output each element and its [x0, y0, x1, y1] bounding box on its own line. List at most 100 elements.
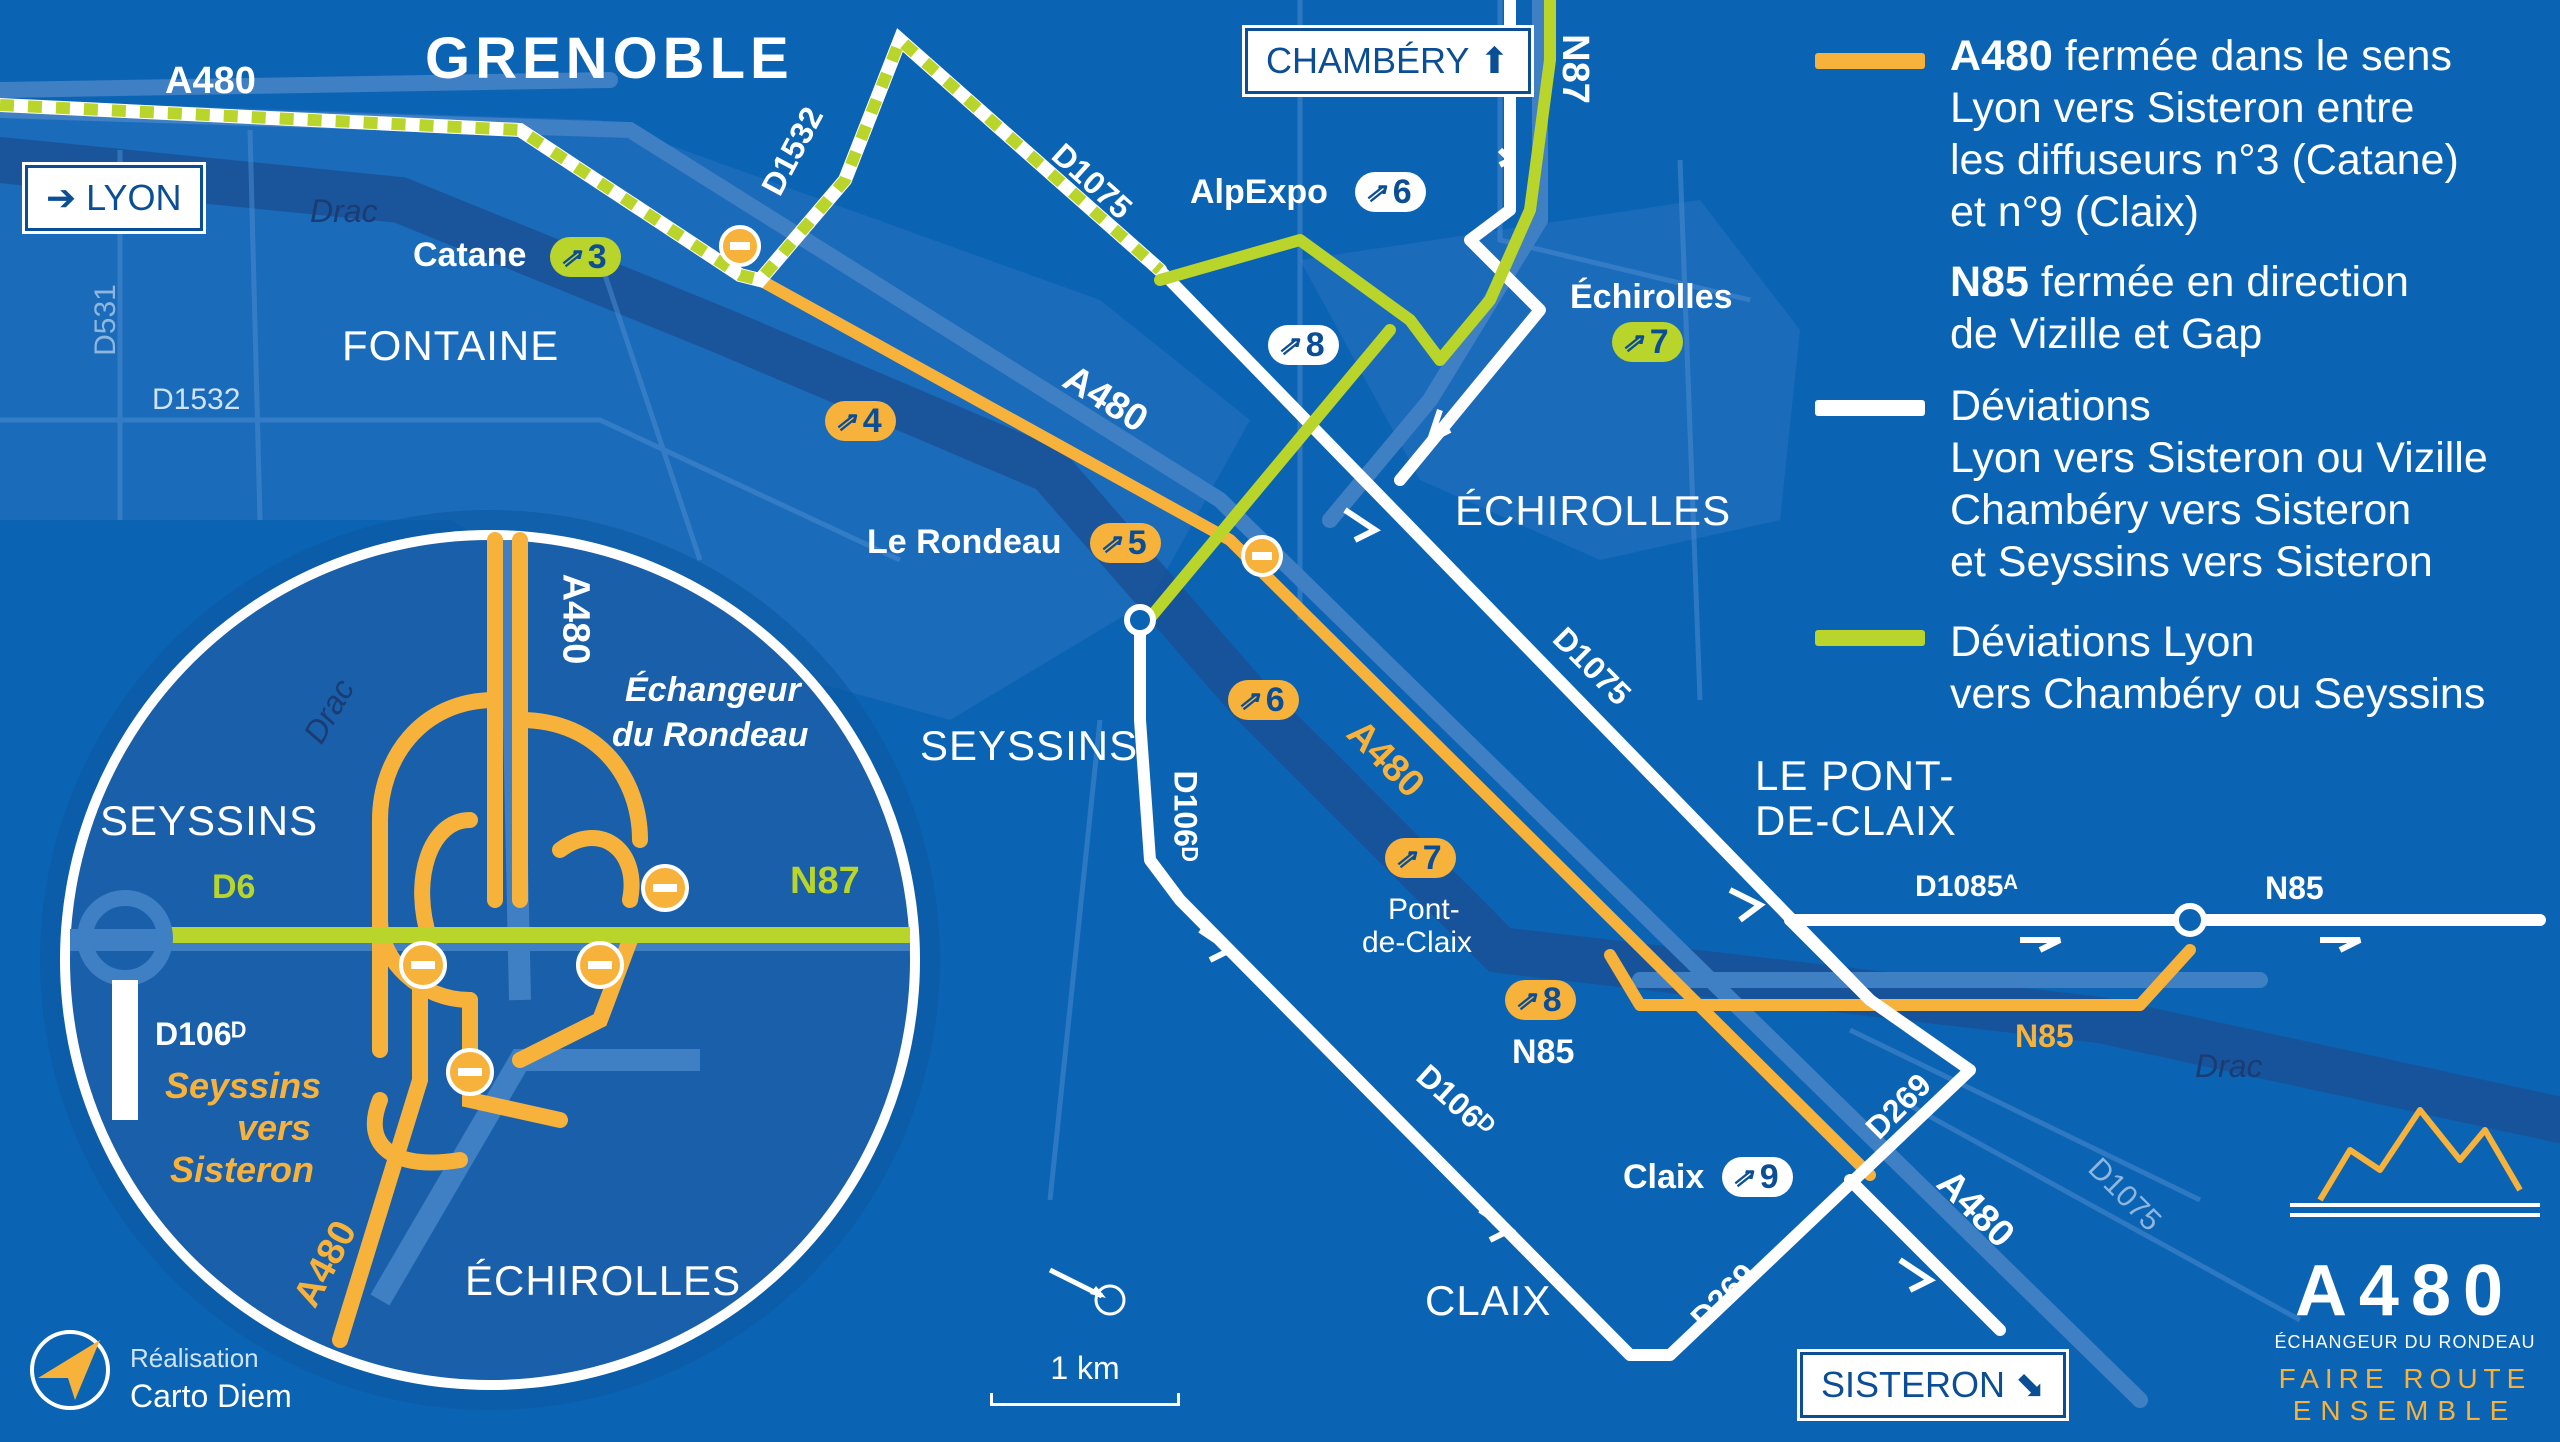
inset-title-line1: Échangeur [625, 671, 801, 709]
scale-label: 1 km [1050, 1350, 1120, 1386]
exit-icon: ⇗ [1365, 177, 1387, 207]
north-arrow-icon [1048, 1267, 1126, 1316]
place-n85: N85 [1512, 1033, 1575, 1071]
exit-icon: ⇗ [1622, 327, 1644, 357]
legend-line: les diffuseurs n°3 (Catane) [1950, 136, 2459, 184]
river-drac-bottom: Drac [2195, 1048, 2263, 1084]
legend-bold: N85 [1950, 258, 2029, 306]
place-le-rondeau: Le Rondeau [867, 523, 1062, 561]
legend-line: N85 fermée en direction [1950, 256, 2545, 308]
exit-8-number: 8 [1542, 981, 1562, 1019]
no-entry-icon [1241, 535, 1283, 577]
legend-item-n85-closed: N85 fermée en direction de Vizille et Ga… [1815, 256, 2545, 360]
exit-6-badge: ⇗6 [1228, 680, 1299, 720]
exit-5-number: 5 [1127, 524, 1147, 562]
arrow-down-right-icon: ⬊ [2015, 1364, 2046, 1405]
legend-item-white-detours: Déviations Lyon vers Sisteron ou Vizille… [1815, 380, 2545, 588]
legend-line: Chambéry vers Sisteron [1950, 486, 2412, 534]
exit-icon: ⇗ [1100, 528, 1122, 558]
n85-roundabout [2173, 903, 2207, 937]
inset-route-line2: vers [237, 1107, 312, 1148]
carto-diem-logo-icon [30, 1330, 110, 1410]
brand-block: A480 ÉCHANGEUR DU RONDEAU FAIRE ROUTE EN… [2270, 1100, 2540, 1427]
exit-icon: ⇗ [835, 406, 857, 436]
place-echirolles: Échirolles [1570, 278, 1733, 316]
road-n85-orange: N85 [2015, 1018, 2074, 1054]
exit-7-echirolles-badge: ⇗7 [1612, 322, 1683, 362]
city-le-pont-de-claix-2: DE-CLAIX [1755, 797, 1957, 844]
road-d106d-top: D106ᴰ [1167, 770, 1204, 862]
river-drac-top: Drac [310, 193, 378, 229]
inset-seyssins: SEYSSINS [100, 797, 319, 844]
exit-7-number: 7 [1422, 839, 1442, 877]
exit-4-badge: ⇗4 [825, 401, 896, 441]
credit-line2: Carto Diem [130, 1378, 292, 1414]
brand-subtitle: ÉCHANGEUR DU RONDEAU [2274, 1332, 2536, 1352]
no-entry-icon [719, 225, 761, 267]
place-pont-de-claix-1: Pont- [1388, 893, 1460, 926]
road-a480-top: A480 [165, 60, 256, 102]
inset-rondeau [40, 510, 940, 1410]
inset-echirolles: ÉCHIROLLES [465, 1257, 742, 1304]
place-claix: Claix [1623, 1158, 1705, 1196]
inset-d106d: D106ᴰ [155, 1016, 247, 1052]
legend-line: et n°9 (Claix) [1950, 188, 2199, 236]
exit-5-badge: ⇗5 [1090, 523, 1161, 563]
inset-a480-top: A480 [554, 573, 597, 665]
inset-title-line2: du Rondeau [612, 716, 809, 754]
legend: A480 fermée dans le sens Lyon vers Siste… [1815, 30, 2545, 748]
city-fontaine: FONTAINE [342, 322, 560, 369]
sign-lyon: ➔ LYON [22, 162, 206, 234]
road-d1085a: D1085ᴬ [1915, 870, 2018, 903]
urban-areas [0, 100, 1800, 720]
exit-icon: ⇗ [1515, 985, 1537, 1015]
legend-text: fermée en direction [2040, 258, 2409, 306]
city-title-grenoble: GRENOBLE [425, 26, 794, 91]
city-seyssins: SEYSSINS [920, 722, 1139, 769]
road-n87: N87 [1553, 34, 1596, 104]
legend-line: vers Chambéry ou Seyssins [1950, 670, 2486, 718]
road-d531: D531 [88, 284, 122, 356]
legend-bold: A480 [1950, 32, 2053, 80]
legend-line: A480 fermée dans le sens [1950, 30, 2545, 82]
place-catane: Catane [413, 236, 527, 274]
city-le-pont-de-claix-1: LE PONT- [1755, 752, 1955, 799]
legend-item-green-detours: Déviations Lyon vers Chambéry ou Seyssin… [1815, 616, 2545, 720]
exit-3-badge: ⇗3 [550, 237, 621, 277]
sign-chambery: CHAMBÉRY ⬆ [1242, 25, 1534, 97]
legend-text: fermée dans le sens [2064, 32, 2452, 80]
arrow-right-icon: ➔ [46, 177, 77, 218]
exit-icon: ⇗ [1278, 330, 1300, 360]
credit-line1: Réalisation [130, 1343, 259, 1373]
exit-4-number: 4 [862, 402, 882, 440]
road-n85-east: N85 [2265, 870, 2324, 906]
legend-line: Déviations Lyon [1950, 618, 2255, 666]
brand-slogan-2: ENSEMBLE [2292, 1395, 2518, 1426]
rondeau-roundabout [1124, 604, 1156, 636]
sign-sisteron-label: SISTERON [1821, 1364, 2006, 1405]
detour-dashed-catane [0, 28, 1167, 288]
inset-route-line1: Seyssins [165, 1065, 322, 1106]
direction-arrows [1198, 147, 2362, 1293]
arrow-up-icon: ⬆ [1479, 40, 1510, 81]
legend-line: Déviations [1950, 382, 2151, 430]
exit-9-number: 9 [1759, 1158, 1779, 1196]
detour-white-routes [894, 0, 2546, 1361]
place-pont-de-claix-2: de-Claix [1362, 926, 1473, 959]
exit-8-n87-number: 8 [1305, 326, 1325, 364]
place-alpexpo: AlpExpo [1190, 173, 1328, 211]
brand-slogan-1: FAIRE ROUTE [2278, 1363, 2532, 1394]
exit-icon: ⇗ [1732, 1162, 1754, 1192]
road-d1532-left: D1532 [152, 383, 241, 416]
legend-item-a480-closed: A480 fermée dans le sens Lyon vers Siste… [1815, 30, 2545, 238]
exit-3-number: 3 [587, 238, 607, 276]
exit-9-badge: ⇗9 [1722, 1157, 1793, 1197]
exit-7-badge: ⇗7 [1385, 838, 1456, 878]
brand-mountain-icon [2290, 1107, 2540, 1217]
exit-7-echirolles-number: 7 [1649, 323, 1669, 361]
detour-green-routes [1134, 0, 1556, 636]
legend-swatches [1815, 53, 1925, 646]
legend-line: et Seyssins vers Sisteron [1950, 538, 2433, 586]
city-claix: CLAIX [1425, 1277, 1552, 1324]
